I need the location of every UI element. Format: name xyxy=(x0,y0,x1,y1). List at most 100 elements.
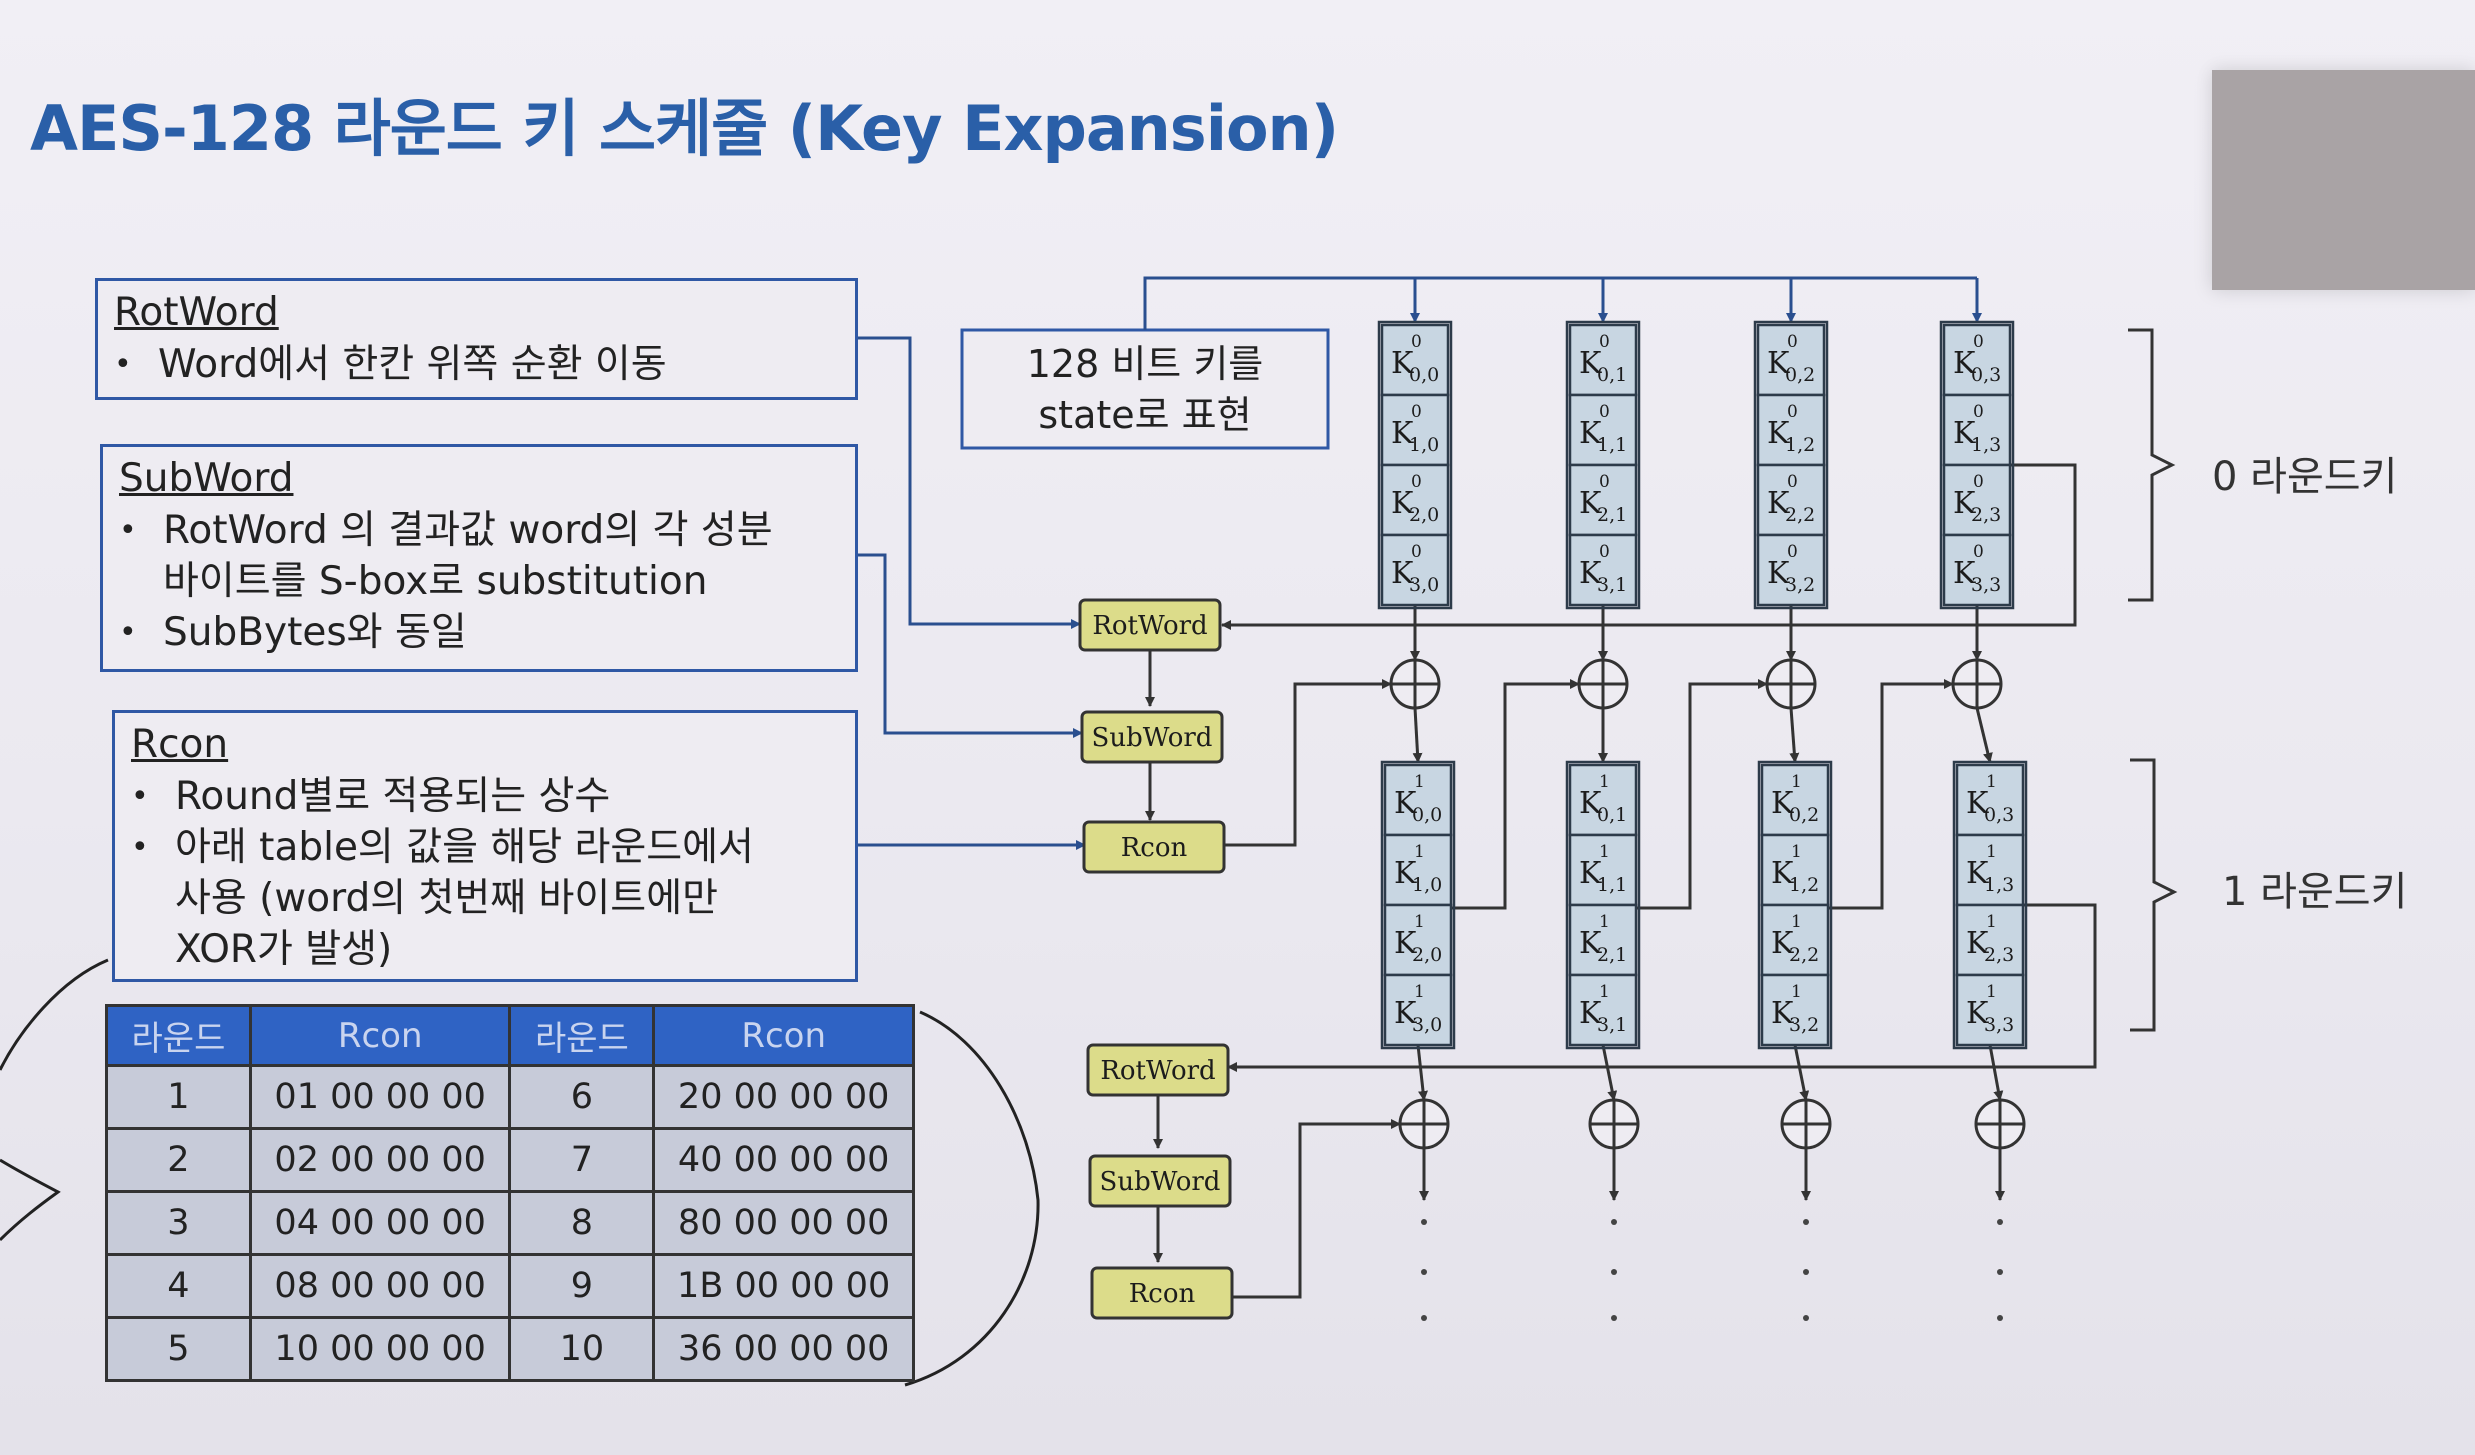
key-symbol: K xyxy=(1953,416,1976,451)
key-symbol: K xyxy=(1391,346,1414,381)
key-byte-cell: K02,2 xyxy=(1756,463,1826,537)
continuation-dot xyxy=(1611,1269,1617,1275)
key-symbol: K xyxy=(1579,556,1602,591)
table-row: 2 02 00 00 00 7 40 00 00 00 xyxy=(105,1127,915,1193)
key-byte-cell: K01,1 xyxy=(1568,393,1638,467)
key-symbol: K xyxy=(1767,416,1790,451)
key-symbol: K xyxy=(1966,786,1989,821)
round-1-label: 1 라운드키 xyxy=(2222,869,2407,915)
key-round-index: 1 xyxy=(1791,982,1802,1002)
table-row: 3 04 00 00 00 8 80 00 00 00 xyxy=(105,1190,915,1256)
key-byte-cell: K02,3 xyxy=(1942,463,2012,537)
key-byte-cell: K10,1 xyxy=(1568,763,1638,837)
round-column-header: 라운드 xyxy=(508,1004,656,1067)
key-word-columns: K00,0K01,0K02,0K03,0K00,1K01,1K02,1K03,1… xyxy=(1377,320,2028,1050)
table-cell: 4 xyxy=(105,1253,252,1319)
xor-icon xyxy=(1974,1098,2026,1150)
key-symbol: K xyxy=(1579,996,1602,1031)
state-distribution-lines xyxy=(1143,276,1982,330)
key-byte-cell: K01,0 xyxy=(1380,393,1450,467)
key-round-index: 1 xyxy=(1599,912,1610,932)
datapath-lines xyxy=(1145,463,2097,1299)
rotword-box-label: RotWord xyxy=(1092,611,1207,641)
key-symbol: K xyxy=(1771,996,1794,1031)
key-round-index: 0 xyxy=(1599,332,1610,352)
table-cell: 80 00 00 00 xyxy=(652,1190,915,1256)
key-symbol: K xyxy=(1767,346,1790,381)
key-symbol: K xyxy=(1394,926,1417,961)
key-symbol: K xyxy=(1394,856,1417,891)
table-cell: 9 xyxy=(508,1253,656,1319)
key-round-index: 0 xyxy=(1411,542,1422,562)
table-cell: 36 00 00 00 xyxy=(652,1316,915,1382)
key-position-index: 0,1 xyxy=(1597,364,1627,386)
key-round-index: 1 xyxy=(1599,772,1610,792)
key-position-index: 3,1 xyxy=(1597,1014,1627,1036)
key-position-index: 2,0 xyxy=(1412,944,1442,966)
subword-heading: SubWord xyxy=(119,456,294,501)
key-position-index: 3,0 xyxy=(1412,1014,1442,1036)
table-cell: 5 xyxy=(105,1316,252,1382)
xor-icon xyxy=(1389,658,1441,710)
key-symbol: K xyxy=(1579,346,1602,381)
key-round-index: 0 xyxy=(1973,332,1984,352)
rcon-description-box: Rcon Round별로 적용되는 상수 아래 table의 값을 해당 라운드… xyxy=(112,710,858,982)
key-symbol: K xyxy=(1394,996,1417,1031)
table-cell: 04 00 00 00 xyxy=(248,1190,512,1256)
key-round-index: 1 xyxy=(1791,772,1802,792)
key-byte-cell: K11,1 xyxy=(1568,833,1638,907)
key-byte-cell: K13,1 xyxy=(1568,973,1638,1047)
round-column-header: 라운드 xyxy=(105,1004,252,1067)
key-position-index: 0,0 xyxy=(1412,804,1442,826)
key-symbol: K xyxy=(1966,856,1989,891)
key-symbol: K xyxy=(1579,926,1602,961)
key-position-index: 3,1 xyxy=(1597,574,1627,596)
table-cell: 02 00 00 00 xyxy=(248,1127,512,1193)
key-byte-cell: K13,3 xyxy=(1955,973,2025,1047)
continuation-dot xyxy=(1421,1219,1427,1225)
key-byte-cell: K03,1 xyxy=(1568,533,1638,607)
key-symbol: K xyxy=(1953,346,1976,381)
xor-icon xyxy=(1588,1098,1640,1150)
rcon-heading: Rcon xyxy=(131,722,229,767)
key-round-index: 1 xyxy=(1599,842,1610,862)
key-byte-cell: K03,0 xyxy=(1380,533,1450,607)
table-cell: 7 xyxy=(508,1127,656,1193)
key-symbol: K xyxy=(1953,556,1976,591)
subword-box-label: SubWord xyxy=(1092,723,1213,753)
subword-description-box: SubWord RotWord 의 결과값 word의 각 성분 바이트를 S-… xyxy=(100,444,858,672)
key-round-index: 0 xyxy=(1973,402,1984,422)
key-byte-cell: K02,0 xyxy=(1380,463,1450,537)
table-cell: 6 xyxy=(508,1064,656,1130)
key-position-index: 0,1 xyxy=(1597,804,1627,826)
key-byte-cell: K12,0 xyxy=(1383,903,1453,977)
key-byte-cell: K12,2 xyxy=(1760,903,1830,977)
key-round-index: 1 xyxy=(1986,982,1997,1002)
key-position-index: 0,0 xyxy=(1409,364,1439,386)
key-position-index: 0,2 xyxy=(1789,804,1819,826)
key-symbol: K xyxy=(1953,486,1976,521)
key-round-index: 0 xyxy=(1787,332,1798,352)
key-symbol: K xyxy=(1391,486,1414,521)
key-symbol: K xyxy=(1771,856,1794,891)
xor-icon xyxy=(1951,658,2003,710)
table-cell: 10 xyxy=(508,1316,656,1382)
rotword-description-box: RotWord Word에서 한칸 위쪽 순환 이동 xyxy=(95,278,858,400)
round-brackets xyxy=(2128,328,2178,1032)
key-byte-cell: K11,2 xyxy=(1760,833,1830,907)
subword-box: SubWord xyxy=(1080,710,1224,764)
table-cell: 01 00 00 00 xyxy=(248,1064,512,1130)
key-round-index: 0 xyxy=(1411,402,1422,422)
key-byte-cell: K03,2 xyxy=(1756,533,1826,607)
rcon-box-label: Rcon xyxy=(1121,833,1188,863)
key-position-index: 0,3 xyxy=(1971,364,2001,386)
rotword-box-label: RotWord xyxy=(1100,1056,1215,1086)
table-cell: 8 xyxy=(508,1190,656,1256)
rcon-box: Rcon xyxy=(1090,1266,1234,1320)
continuation-dot xyxy=(1803,1219,1809,1225)
key-position-index: 2,1 xyxy=(1597,944,1627,966)
xor-icon xyxy=(1398,1098,1450,1150)
key-symbol: K xyxy=(1579,416,1602,451)
rcon-item: Round별로 적용되는 상수 xyxy=(131,771,841,822)
continuation-dots xyxy=(1421,1219,2003,1321)
